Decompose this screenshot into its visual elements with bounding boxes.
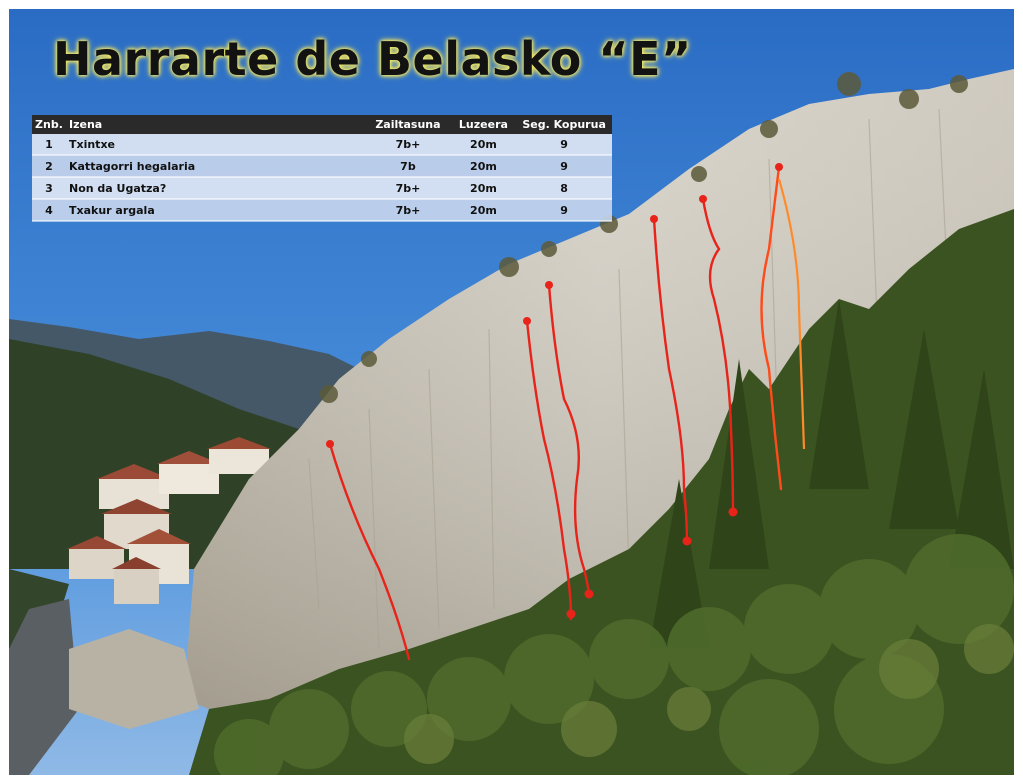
lower-rock bbox=[69, 629, 199, 729]
route-bolts: 8 bbox=[516, 177, 612, 200]
route-number: 2 bbox=[32, 155, 66, 178]
route-line-6 bbox=[777, 178, 806, 450]
route-line-5 bbox=[760, 165, 783, 491]
route-bolts: 9 bbox=[516, 155, 612, 178]
route-start-marker-icon bbox=[699, 195, 707, 203]
route-grade: 7b+ bbox=[365, 177, 451, 200]
route-number: 4 bbox=[32, 199, 66, 222]
route-line-3 bbox=[652, 217, 689, 546]
route-markers bbox=[326, 163, 783, 619]
route-line-2 bbox=[547, 283, 591, 599]
route-length: 20m bbox=[450, 134, 517, 156]
table-row: 4 Txakur argala 7b+ 20m 9 bbox=[32, 199, 612, 222]
route-grade: 7b+ bbox=[365, 199, 451, 222]
route-line-4 bbox=[701, 197, 735, 516]
route-anchor-marker-icon bbox=[566, 609, 576, 619]
header-bolts: Seg. Kopurua bbox=[516, 115, 612, 134]
route-length: 20m bbox=[450, 155, 517, 178]
route-bolts: 9 bbox=[516, 134, 612, 156]
route-name: Txintxe bbox=[65, 134, 366, 156]
village bbox=[67, 437, 271, 604]
routes-table: Znb. Izena Zailtasuna Luzeera Seg. Kopur… bbox=[32, 115, 612, 222]
header-grade: Zailtasuna bbox=[365, 115, 451, 134]
route-start-marker-icon bbox=[523, 317, 531, 325]
route-anchor-marker-icon bbox=[584, 589, 594, 599]
route-start-marker-icon bbox=[545, 281, 553, 289]
table-header-row: Znb. Izena Zailtasuna Luzeera Seg. Kopur… bbox=[32, 115, 612, 134]
route-bolts: 9 bbox=[516, 199, 612, 222]
route-length: 20m bbox=[450, 177, 517, 200]
table-row: 3 Non da Ugatza? 7b+ 20m 8 bbox=[32, 177, 612, 200]
route-grade: 7b bbox=[365, 155, 451, 178]
table-row: 1 Txintxe 7b+ 20m 9 bbox=[32, 134, 612, 156]
header-name: Izena bbox=[65, 115, 366, 134]
crag-title: Harrarte de Belasko “E” bbox=[53, 32, 692, 86]
route-line-1 bbox=[525, 319, 573, 621]
route-number: 1 bbox=[32, 134, 66, 156]
route-anchor-marker-icon bbox=[728, 507, 738, 517]
route-line-left bbox=[328, 442, 411, 661]
cliff-shading bbox=[184, 69, 1014, 729]
route-start-marker-icon bbox=[650, 215, 658, 223]
route-start-marker-icon bbox=[326, 440, 334, 448]
route-name: Kattagorri hegalaria bbox=[65, 155, 366, 178]
route-number: 3 bbox=[32, 177, 66, 200]
table-row: 2 Kattagorri hegalaria 7b 20m 9 bbox=[32, 155, 612, 178]
route-lines bbox=[328, 165, 783, 661]
trees bbox=[649, 299, 1014, 649]
header-length: Luzeera bbox=[450, 115, 517, 134]
route-start-marker-icon bbox=[775, 163, 783, 171]
route-name: Txakur argala bbox=[65, 199, 366, 222]
route-length: 20m bbox=[450, 199, 517, 222]
road bbox=[9, 599, 79, 775]
header-number: Znb. bbox=[32, 115, 66, 134]
route-anchor-marker-icon bbox=[682, 536, 692, 546]
route-grade: 7b+ bbox=[365, 134, 451, 156]
route-name: Non da Ugatza? bbox=[65, 177, 366, 200]
ridge-shrubs bbox=[320, 72, 968, 403]
